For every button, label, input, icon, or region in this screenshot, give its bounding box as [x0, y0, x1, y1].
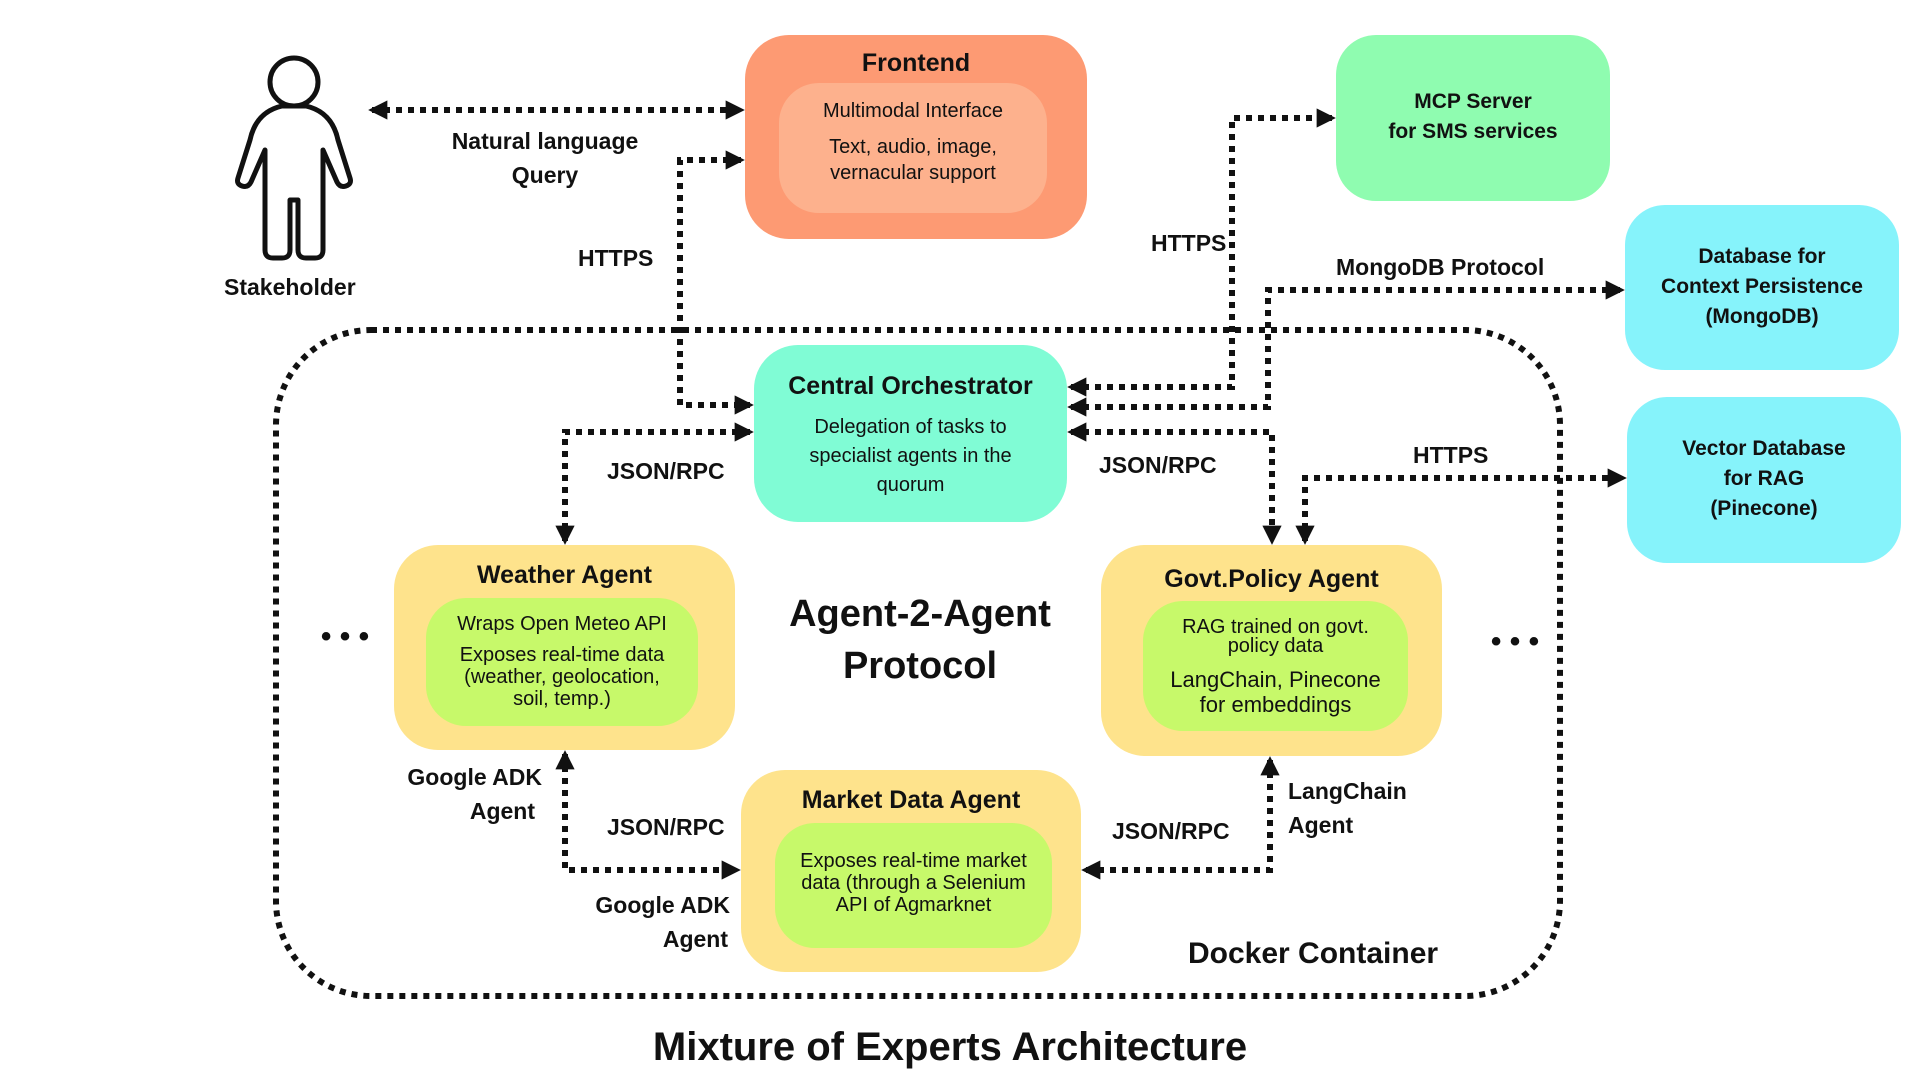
label-https-frontend: HTTPS [578, 245, 654, 271]
govt-line2: policy data [1227, 635, 1324, 657]
label-natural-language: Natural language [451, 128, 639, 154]
govt-line3: LangChain, Pinecone [1170, 667, 1381, 692]
label-jsonrpc-market-right: JSON/RPC [1112, 818, 1230, 844]
pinecone-line1: Vector Database [1682, 437, 1846, 460]
frontend-detail-box: Multimodal Interface Text, audio, image,… [779, 83, 1047, 213]
edge-govt-pinecone [1295, 468, 1627, 545]
pinecone-line2: for RAG [1723, 467, 1805, 490]
govt-title: Govt.Policy Agent [1164, 565, 1379, 593]
market-line2: data (through a Selenium [801, 872, 1026, 894]
weather-line2: Exposes real-time data [459, 644, 665, 666]
weather-line3: (weather, geolocation, [464, 666, 660, 688]
weather-title: Weather Agent [476, 561, 653, 589]
label-langchain-b: Agent [1288, 812, 1354, 838]
pinecone-line3: (Pinecone) [1710, 497, 1818, 520]
label-query: Query [511, 162, 579, 188]
edge-orchestrator-mongodb [1067, 280, 1625, 417]
a2a-protocol-line1: Agent-2-Agent [789, 593, 1051, 635]
edge-weather-market [555, 750, 741, 880]
pinecone-box: Vector Database for RAG (Pinecone) [1627, 397, 1901, 563]
orchestrator-line2: specialist agents in the [809, 445, 1012, 467]
market-title: Market Data Agent [801, 786, 1021, 814]
central-orchestrator-box: Central Orchestrator Delegation of tasks… [754, 345, 1067, 522]
govt-line4: for embeddings [1199, 692, 1352, 717]
stakeholder-label: Stakeholder [224, 274, 356, 300]
mongodb-box: Database for Context Persistence (MongoD… [1625, 205, 1899, 370]
mcp-line1: MCP Server [1414, 90, 1532, 113]
frontend-title: Frontend [861, 49, 971, 77]
edge-govt-market [1081, 756, 1280, 880]
market-line3: API of Agmarknet [835, 894, 992, 916]
mongo-line2: Context Persistence [1661, 275, 1863, 298]
govt-line1: RAG trained on govt. [1182, 616, 1369, 638]
mongo-line3: (MongoDB) [1705, 305, 1819, 328]
edge-orchestrator-mcp [1067, 108, 1336, 397]
ellipsis-right: • • • [1490, 625, 1540, 658]
edge-orchestrator-weather [555, 422, 754, 545]
a2a-protocol-line2: Protocol [842, 645, 998, 687]
diagram-title: Mixture of Experts Architecture [652, 1025, 1248, 1069]
label-https-vector: HTTPS [1413, 442, 1489, 468]
label-google-adk-2b: Agent [662, 926, 728, 952]
label-google-adk-1a: Google ADK [407, 764, 542, 790]
edge-orchestrator-govt [1067, 422, 1282, 545]
label-langchain-a: LangChain [1288, 778, 1407, 804]
label-jsonrpc-govt: JSON/RPC [1099, 452, 1217, 478]
label-google-adk-2a: Google ADK [595, 892, 730, 918]
docker-container-boundary [273, 327, 1563, 999]
weather-detail-box: Wraps Open Meteo API Exposes real-time d… [426, 598, 698, 726]
label-mongodb-protocol: MongoDB Protocol [1336, 254, 1545, 280]
orchestrator-line3: quorum [876, 474, 945, 496]
label-jsonrpc-weather: JSON/RPC [607, 458, 725, 484]
market-detail-box: Exposes real-time market data (through a… [775, 823, 1052, 948]
frontend-line2: Text, audio, image, [829, 136, 997, 158]
weather-line4: soil, temp.) [513, 688, 611, 710]
ellipsis-left: • • • [320, 620, 370, 653]
market-line1: Exposes real-time market [800, 850, 1027, 872]
govt-detail-box: RAG trained on govt. policy data LangCha… [1143, 601, 1408, 731]
mongo-line1: Database for [1698, 245, 1826, 268]
docker-container-label: Docker Container [1188, 937, 1439, 970]
label-jsonrpc-market-left: JSON/RPC [607, 814, 725, 840]
frontend-line1: Multimodal Interface [822, 100, 1004, 122]
mcp-line2: for SMS services [1388, 120, 1558, 143]
label-google-adk-1b: Agent [469, 798, 535, 824]
weather-line1: Wraps Open Meteo API [457, 613, 667, 635]
person-icon [235, 55, 353, 261]
frontend-line3: vernacular support [830, 162, 996, 184]
orchestrator-title: Central Orchestrator [788, 372, 1033, 400]
edge-frontend-orchestrator [677, 150, 754, 415]
label-https-mcp: HTTPS [1151, 230, 1227, 256]
mcp-server-box: MCP Server for SMS services [1336, 35, 1610, 201]
orchestrator-line1: Delegation of tasks to [814, 416, 1007, 438]
